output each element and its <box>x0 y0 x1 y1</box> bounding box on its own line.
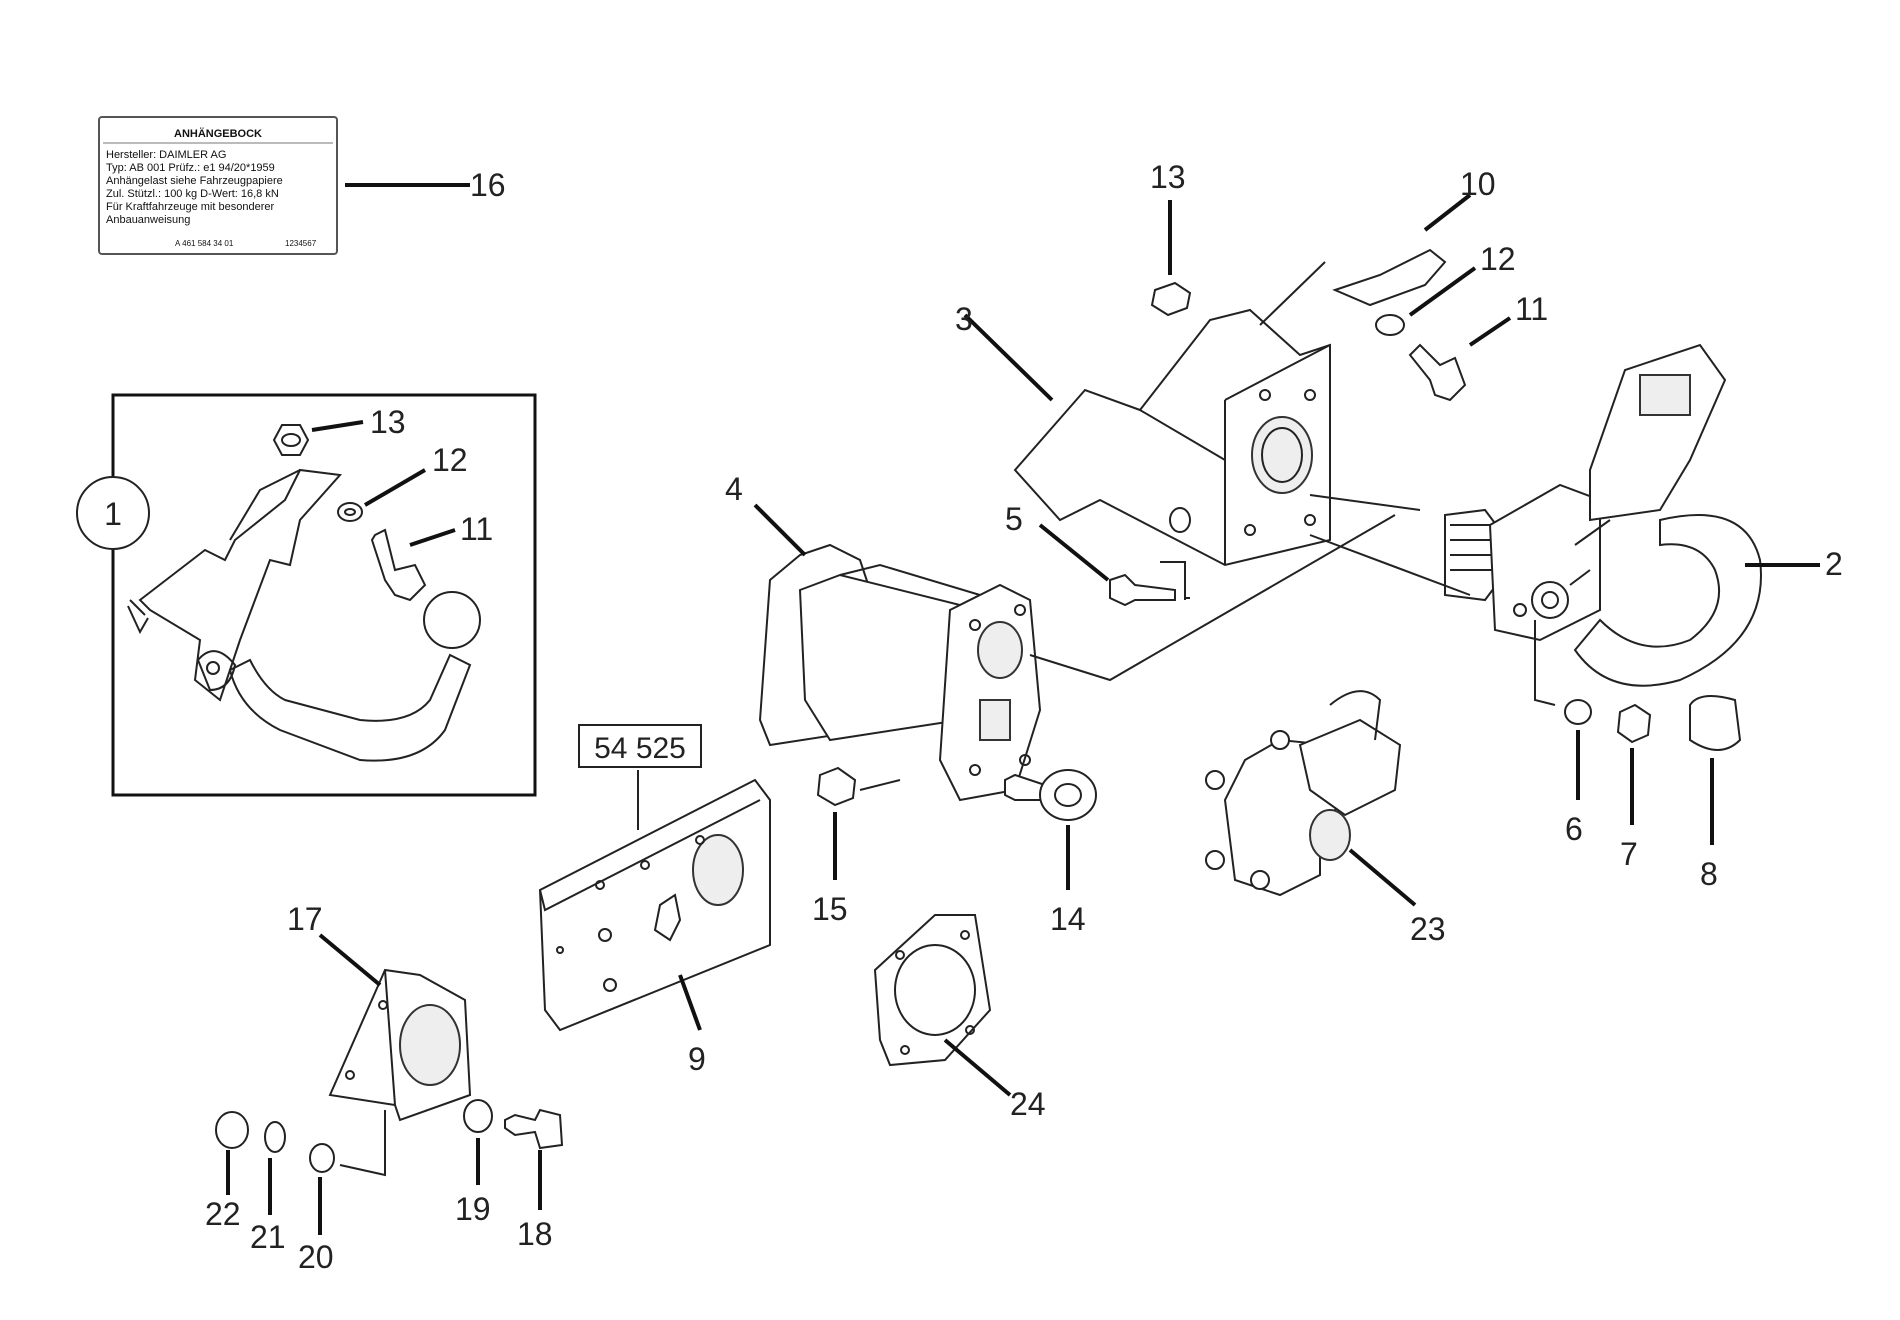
callout-13: 13 <box>1150 159 1186 195</box>
bolt-5 <box>1109 573 1176 607</box>
clip-plate-10 <box>1332 248 1447 307</box>
bracket-17 <box>328 968 472 1122</box>
label-plate-title: ANHÄNGEBOCK <box>174 127 262 140</box>
callout-23: 23 <box>1410 911 1446 947</box>
callout-10: 10 <box>1460 166 1496 202</box>
nut-15 <box>816 766 857 807</box>
callout-15: 15 <box>812 891 848 927</box>
callout-16: 16 <box>470 167 506 203</box>
nut-13-top <box>1150 281 1192 317</box>
callout-7: 7 <box>1620 836 1638 872</box>
label-plate: ANHÄNGEBOCK Hersteller: DAIMLER AG Typ: … <box>98 116 338 255</box>
callout-14: 14 <box>1050 901 1086 937</box>
callout-21: 21 <box>250 1219 286 1255</box>
screw-18 <box>504 1108 564 1150</box>
inset-item-number: 1 <box>104 496 122 532</box>
callout-12: 12 <box>1480 241 1516 277</box>
gasket-24 <box>873 914 992 1067</box>
bolt-11-top <box>1408 343 1467 402</box>
washer-12-top <box>1375 314 1405 336</box>
label-plate-part-no: A 461 584 34 01 <box>175 239 234 248</box>
callout-2: 2 <box>1825 546 1843 582</box>
stamp-box-text: 54 525 <box>594 732 686 765</box>
callout-3: 3 <box>955 301 973 337</box>
label-plate-line-6: Anbauanweisung <box>106 214 190 226</box>
callout-11-inset: 11 <box>460 511 493 547</box>
bushing-8 <box>1689 695 1742 751</box>
center-bracket <box>758 543 1042 802</box>
callout-19: 19 <box>455 1191 491 1227</box>
label-plate-line-5: Für Kraftfahrzeuge mit besonderer <box>106 201 274 213</box>
callout-6: 6 <box>1565 811 1583 847</box>
callout-20: 20 <box>298 1239 334 1275</box>
callout-17: 17 <box>287 901 323 937</box>
callout-18: 18 <box>517 1216 553 1252</box>
mounting-plate-9 <box>538 778 771 1032</box>
eye-bolt-14 <box>1004 773 1046 801</box>
towing-hook <box>1444 343 1762 687</box>
callout-12-inset: 12 <box>432 442 468 478</box>
label-plate-line-4: Zul. Stützl.: 100 kg D-Wert: 16,8 kN <box>106 188 279 200</box>
callout-8: 8 <box>1700 856 1718 892</box>
label-plate-line-2: Typ: AB 001 Prüfz.: e1 94/20*1959 <box>106 162 275 174</box>
nut-7 <box>1616 703 1652 744</box>
nut-22 <box>215 1111 249 1149</box>
callout-4: 4 <box>725 471 743 507</box>
callout-13-inset: 13 <box>370 404 406 440</box>
washer-6 <box>1564 699 1592 725</box>
stamp-box <box>578 724 702 768</box>
callout-11: 11 <box>1515 291 1548 327</box>
lock-washer-21 <box>264 1121 286 1153</box>
washer-20 <box>309 1143 335 1173</box>
label-plate-line-1: Hersteller: DAIMLER AG <box>106 149 226 161</box>
washer-19 <box>463 1099 493 1133</box>
callout-5: 5 <box>1005 501 1023 537</box>
callout-24: 24 <box>1010 1086 1046 1122</box>
socket-assembly-23 <box>1205 690 1402 897</box>
inset-ball-coupling: 1 <box>76 393 537 797</box>
upper-bracket <box>1013 308 1331 567</box>
label-plate-line-3: Anhängelast siehe Fahrzeugpapiere <box>106 175 283 187</box>
callout-9: 9 <box>688 1041 706 1077</box>
label-plate-serial: 1234567 <box>285 239 317 248</box>
callout-22: 22 <box>205 1196 241 1232</box>
